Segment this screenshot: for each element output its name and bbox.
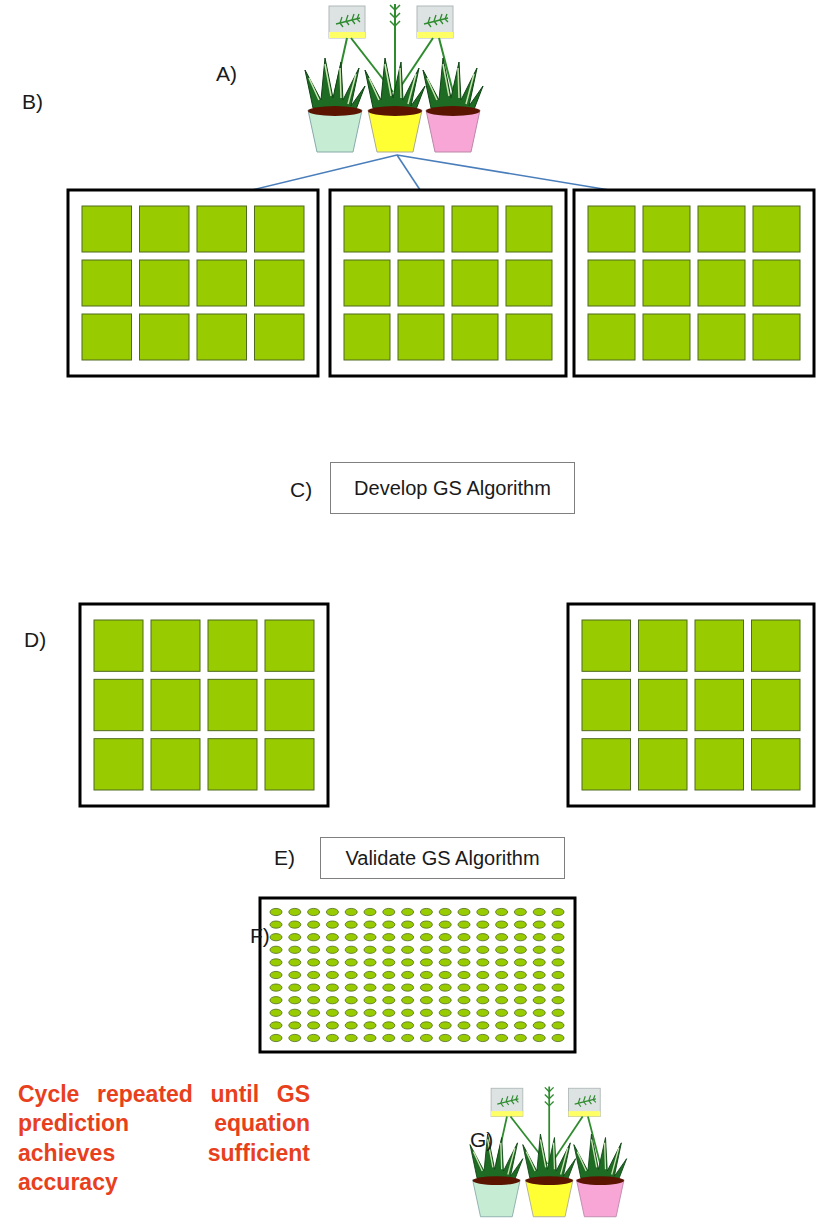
- step-letter: G): [470, 1128, 493, 1152]
- plant-pots: [470, 1087, 627, 1217]
- plots: [82, 206, 800, 1042]
- field-trials: [68, 190, 814, 1052]
- step-letter: C): [290, 478, 312, 502]
- box-text: Develop GS Algorithm: [354, 477, 551, 500]
- cycle-note: Cycle repeated until GS prediction equat…: [18, 1080, 310, 1198]
- step-letter: B): [22, 90, 43, 114]
- process-box: Validate GS Algorithm: [320, 837, 565, 879]
- step-letter: A): [216, 62, 237, 86]
- step-letter: D): [24, 628, 46, 652]
- plant-pots: [305, 4, 483, 152]
- box-text: Validate GS Algorithm: [345, 847, 539, 870]
- process-box: Develop GS Algorithm: [330, 462, 575, 514]
- step-letter: F): [250, 924, 270, 948]
- step-letter: E): [274, 846, 295, 870]
